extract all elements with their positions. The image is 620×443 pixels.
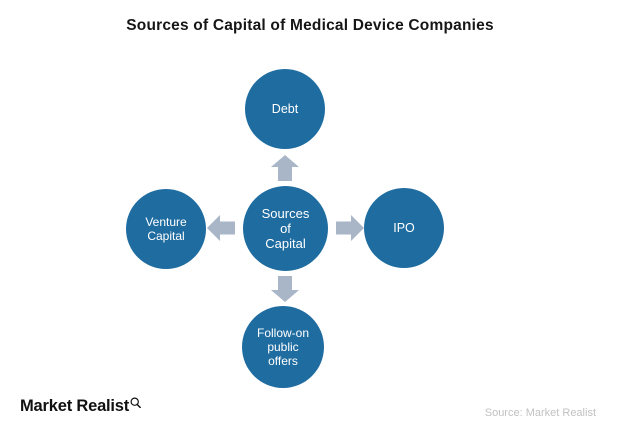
node-follow-on-public-offers[interactable]: Follow-on public offers <box>242 306 324 388</box>
node-debt[interactable]: Debt <box>245 69 325 149</box>
node-follow-on-public-offers-label: Follow-on public offers <box>256 325 310 369</box>
page-title: Sources of Capital of Medical Device Com… <box>126 17 494 34</box>
magnifier-icon <box>130 395 142 413</box>
node-venture-capital[interactable]: Venture Capital <box>126 189 206 269</box>
market-realist-logo-text: Market Realist <box>20 397 130 415</box>
source-note: Source: Market Realist <box>484 407 596 419</box>
down-arrow-icon <box>271 276 299 302</box>
sources-of-capital-diagram: Debt Venture Capital Sources of Capital … <box>126 69 444 388</box>
right-arrow-icon <box>336 215 364 241</box>
node-sources-of-capital-label: Sources of Capital <box>261 205 310 252</box>
node-venture-capital-label: Venture Capital <box>145 214 187 243</box>
up-arrow-icon <box>271 155 299 181</box>
market-realist-logo: Market Realist <box>20 395 142 415</box>
node-ipo[interactable]: IPO <box>364 188 444 268</box>
node-debt-label: Debt <box>271 101 299 116</box>
node-sources-of-capital[interactable]: Sources of Capital <box>243 186 328 271</box>
left-arrow-icon <box>207 215 235 241</box>
node-ipo-label: IPO <box>393 220 415 235</box>
